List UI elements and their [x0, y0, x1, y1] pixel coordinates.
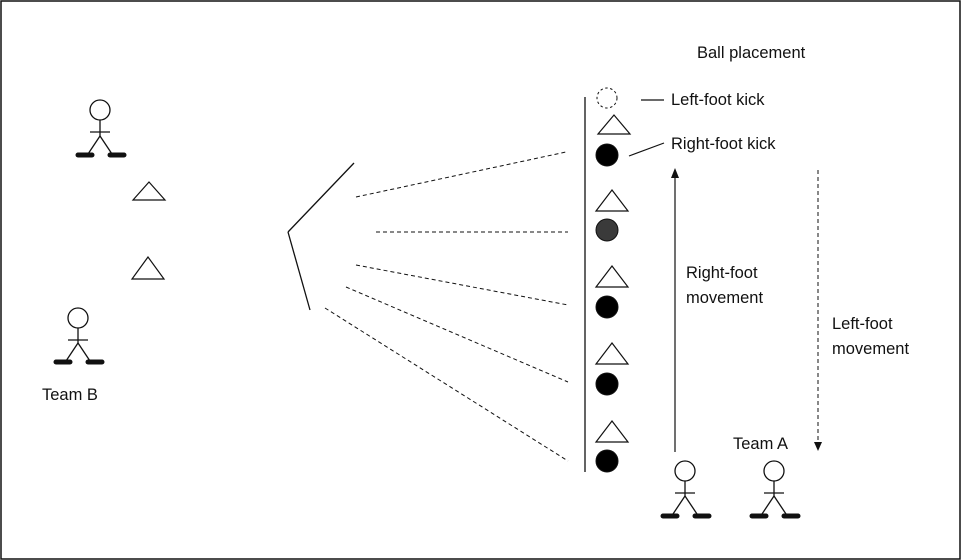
kick-path-1 [355, 151, 567, 198]
kick-path-4 [345, 286, 569, 383]
kick-path-5 [324, 307, 569, 462]
cone-b-2 [130, 255, 166, 280]
left-foot-movement-label-line1: Left-foot [832, 315, 893, 333]
right-foot-movement-arrow [671, 168, 679, 452]
team-a-player-2 [749, 460, 801, 519]
ball-4 [595, 372, 619, 396]
ball-3 [595, 295, 619, 319]
ball-5 [595, 449, 619, 473]
right-foot-movement-label-line2: movement [686, 289, 763, 307]
left-foot-movement-label-line2: movement [832, 340, 909, 358]
cone-a-1 [596, 114, 632, 135]
kick-paths [324, 151, 569, 462]
kick-path-3 [355, 264, 569, 306]
right-foot-movement-label-line1: Right-foot [686, 264, 758, 282]
goal-frame [287, 162, 355, 311]
team-a-label: Team A [733, 435, 788, 453]
ball-placement-column [594, 87, 632, 473]
left-foot-movement-arrow [814, 170, 822, 451]
cone-a-5 [594, 420, 630, 443]
team-a-player-1 [660, 460, 712, 519]
ball-placement-title: Ball placement [697, 44, 806, 62]
cone-a-2 [594, 189, 630, 212]
cone-a-4 [594, 342, 630, 365]
team-b-player-bottom [53, 307, 105, 365]
cone-b-1 [131, 181, 167, 201]
left-foot-kick-label: Left-foot kick [671, 91, 765, 109]
team-b-label: Team B [42, 386, 98, 404]
right-foot-kick-label: Right-foot kick [671, 135, 776, 153]
right-foot-kick-leader [628, 142, 665, 157]
team-b-player-top [75, 99, 127, 158]
ball-1 [595, 143, 619, 167]
team-b-cones [130, 181, 167, 280]
ball-2 [595, 218, 619, 242]
left-foot-ball-marker [596, 87, 618, 109]
cone-a-3 [594, 265, 630, 288]
